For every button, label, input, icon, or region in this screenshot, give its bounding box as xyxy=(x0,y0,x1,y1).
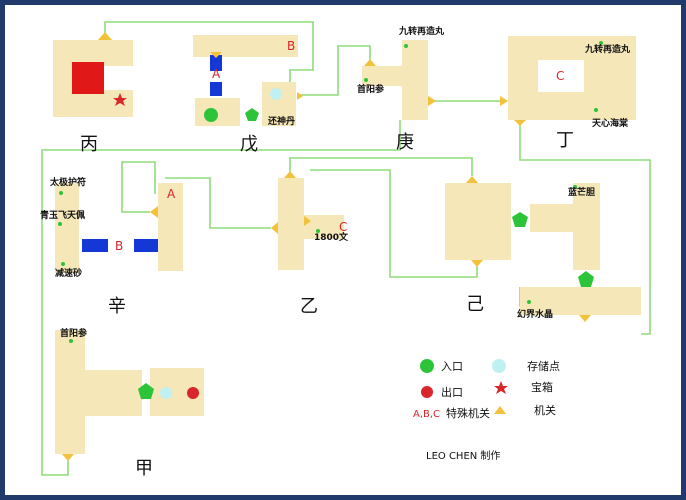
area-label-geng: 庚 xyxy=(396,132,414,153)
blue-block xyxy=(134,239,158,252)
item-dot-icon xyxy=(404,44,408,48)
gate-pentagon-icon xyxy=(245,108,259,121)
mechanism-letter-a: A xyxy=(167,187,176,201)
legend-switch: 机关 xyxy=(534,403,556,417)
exit-legend-icon xyxy=(421,386,433,398)
room-geng xyxy=(362,40,436,120)
room-bing xyxy=(53,32,133,117)
blue-block xyxy=(82,239,108,252)
save-icon xyxy=(270,88,282,100)
switch-icon xyxy=(98,32,112,40)
mechanism-letter-c: C xyxy=(339,220,347,234)
item-dot-icon xyxy=(527,300,531,304)
legend-exit: 出口 xyxy=(441,385,463,399)
switch-icon xyxy=(210,52,222,58)
room-jia xyxy=(55,330,204,461)
switch-icon xyxy=(150,206,158,218)
legend-special: 特殊机关 xyxy=(446,406,490,420)
item-label: 首阳参 xyxy=(60,327,88,339)
blue-block xyxy=(210,82,222,96)
mechanism-letter-b: B xyxy=(115,239,123,253)
item-label: 幻界水晶 xyxy=(517,308,553,320)
item-dot-icon xyxy=(61,262,65,266)
legend-treasure: 宝箱 xyxy=(531,380,553,394)
item-dot-icon xyxy=(594,108,598,112)
item-dot-icon xyxy=(58,222,62,226)
switch-icon xyxy=(271,222,278,234)
item-label: 减速砂 xyxy=(55,267,82,279)
item-dot-icon xyxy=(573,185,577,189)
exit-icon xyxy=(187,387,199,399)
switch-icon xyxy=(62,454,74,461)
blue-block xyxy=(210,55,222,71)
credit-text: LEO CHEN 制作 xyxy=(426,449,500,462)
gate-pentagon-icon xyxy=(138,383,154,399)
item-label: 还神丹 xyxy=(267,115,295,127)
save-legend-icon xyxy=(492,359,506,373)
item-label: 天心海棠 xyxy=(592,117,629,129)
legend: 入口 存储点 出口 宝箱 A,B,C 特殊机关 机关 xyxy=(413,359,560,420)
switch-icon xyxy=(471,260,483,267)
item-dot-icon xyxy=(59,191,63,195)
item-label: 蓝芒胆 xyxy=(568,186,595,198)
gate-pentagon-icon xyxy=(578,271,594,287)
gate-pentagon-icon xyxy=(512,212,528,227)
mechanism-letter-a: A xyxy=(212,67,221,81)
treasure-star-icon xyxy=(113,93,127,106)
switch-icon xyxy=(364,59,376,66)
item-dot-icon xyxy=(69,339,73,343)
item-dot-icon xyxy=(364,78,368,82)
switch-icon xyxy=(284,171,296,178)
switch-icon xyxy=(514,120,526,126)
area-label-jia: 甲 xyxy=(135,458,153,479)
save-icon xyxy=(160,387,172,399)
item-label: 九转再造丸 xyxy=(584,43,631,55)
entrance-icon xyxy=(204,108,218,122)
room-yi xyxy=(271,171,344,270)
legend-entrance: 入口 xyxy=(441,360,463,373)
room-xin xyxy=(55,183,183,273)
switch-icon xyxy=(500,96,508,106)
item-label: 九转再造丸 xyxy=(398,25,445,37)
area-label-ji: 己 xyxy=(466,294,484,315)
area-label-ding: 丁 xyxy=(556,130,574,151)
area-label-yi: 乙 xyxy=(300,296,318,317)
item-label: 1800文 xyxy=(314,231,349,243)
entrance-legend-icon xyxy=(420,359,434,373)
switch-icon xyxy=(428,96,436,106)
legend-abc: A,B,C xyxy=(413,409,440,420)
mechanism-letter-b: B xyxy=(287,39,295,53)
room-ding xyxy=(500,36,636,126)
room-wu xyxy=(193,35,303,126)
area-label-xin: 辛 xyxy=(108,296,126,317)
red-block xyxy=(72,62,104,94)
item-label: 太极护符 xyxy=(49,176,86,188)
item-dot-icon xyxy=(599,41,603,45)
switch-icon xyxy=(304,216,311,226)
switch-icon xyxy=(297,92,303,100)
item-dot-icon xyxy=(316,229,320,233)
switch-icon xyxy=(579,315,591,322)
legend-save: 存储点 xyxy=(527,359,560,373)
switch-legend-icon xyxy=(494,406,506,414)
item-label: 首阳参 xyxy=(357,83,385,95)
mechanism-letter-c: C xyxy=(556,69,564,83)
item-label: 青玉飞天佩 xyxy=(40,209,85,221)
switch-icon xyxy=(466,176,478,183)
room-ji xyxy=(445,176,641,322)
treasure-legend-icon xyxy=(494,381,508,394)
area-label-wu: 戊 xyxy=(240,134,258,155)
area-label-bing: 丙 xyxy=(80,134,98,155)
